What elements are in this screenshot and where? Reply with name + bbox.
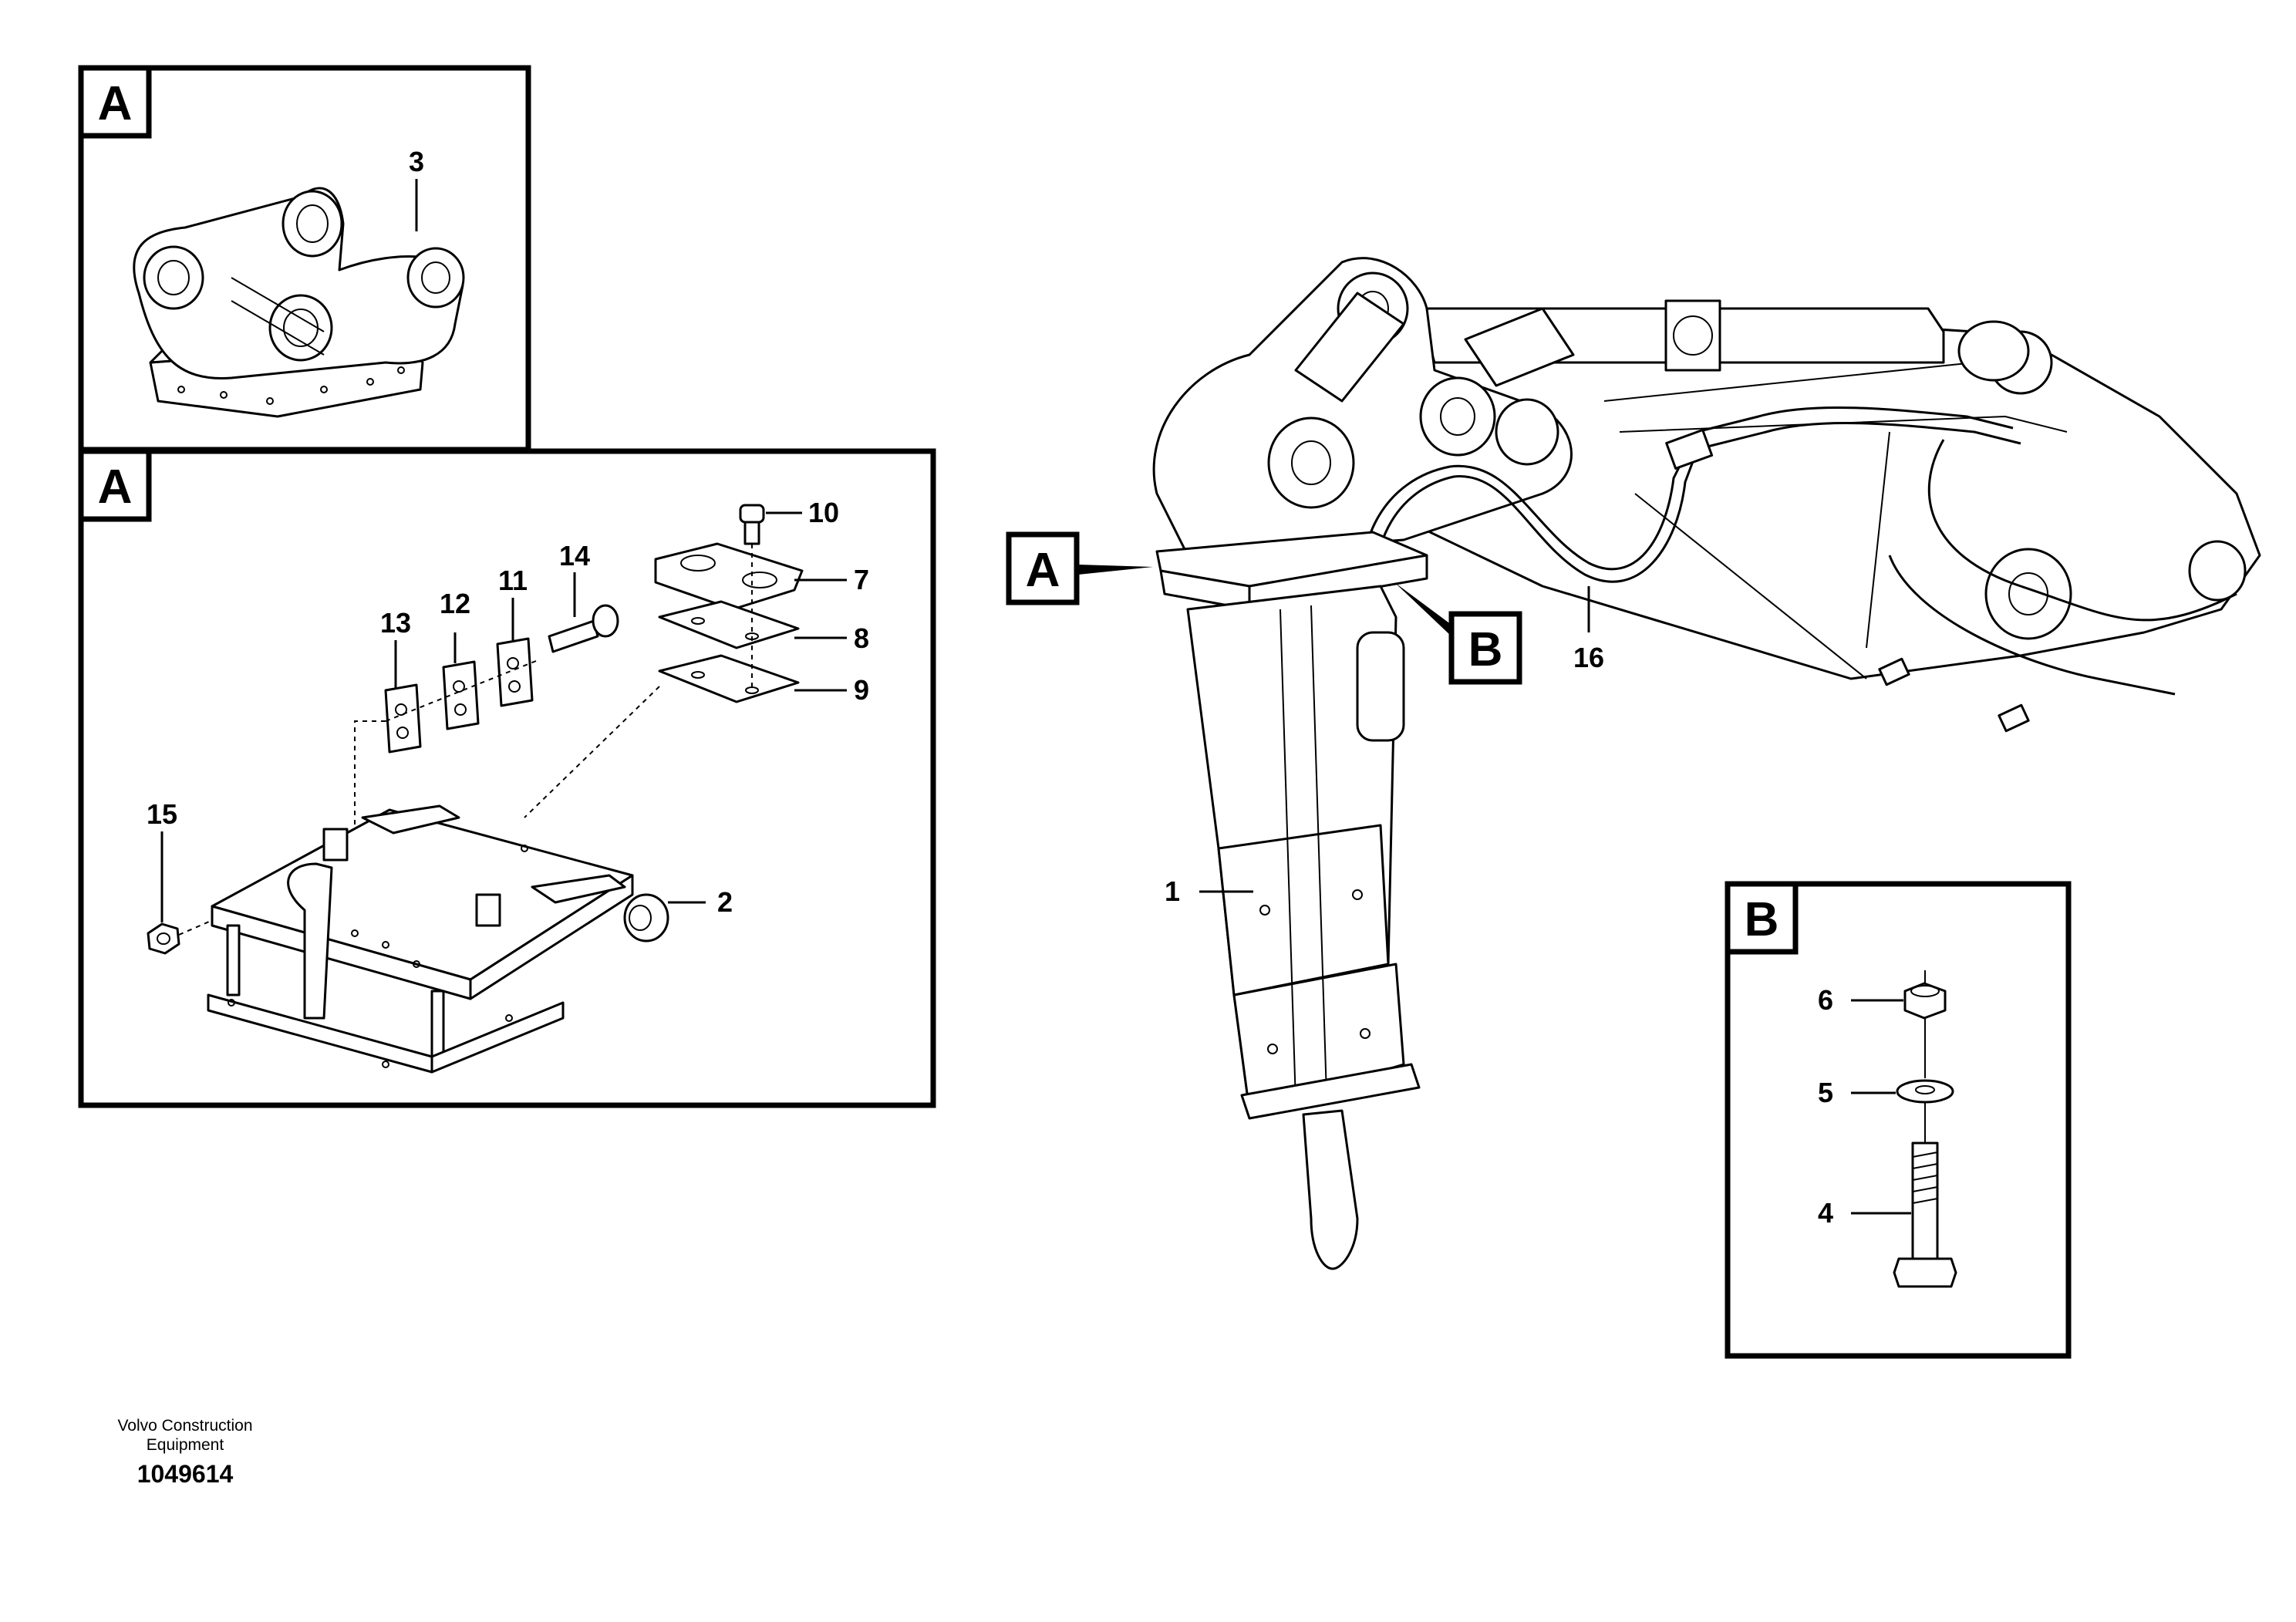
detail-b-panel: B 6 5 4 — [1725, 881, 2072, 1359]
detail-reference-b: B — [1394, 582, 1522, 685]
callout-13: 13 — [380, 607, 411, 639]
bolt-part-4 — [1893, 1141, 1957, 1288]
callout-7: 7 — [854, 564, 869, 595]
nut-part-6 — [1903, 982, 1947, 1020]
washer-part-5 — [1896, 1079, 1954, 1104]
excavator-arm-breaker: A B 1 16 — [1006, 257, 2261, 1270]
mounting-plate-part-2 — [207, 804, 669, 1074]
plate-part-7 — [654, 542, 804, 611]
callout-5: 5 — [1818, 1077, 1833, 1108]
shim-part-9 — [658, 654, 800, 703]
drawing-number: 1049614 — [137, 1460, 234, 1488]
callout-16: 16 — [1573, 642, 1604, 673]
detail-a-top-letter: A — [98, 77, 133, 130]
nut-part-15 — [147, 922, 180, 955]
footer-block: Volvo Construction Equipment 1049614 — [117, 1417, 252, 1488]
detail-a-mounting-panel: A — [78, 448, 936, 1108]
callout-9: 9 — [854, 674, 869, 706]
callout-3: 3 — [409, 146, 424, 177]
reference-b-letter: B — [1468, 623, 1503, 676]
detail-a-top-panel: A 3 — [78, 65, 531, 453]
callout-14: 14 — [559, 540, 590, 572]
callout-12: 12 — [440, 588, 470, 619]
shim-part-8 — [658, 600, 800, 649]
hydraulic-breaker-part-1 — [1186, 585, 1421, 1270]
company-name-line2: Equipment — [147, 1436, 224, 1454]
callout-6: 6 — [1818, 984, 1833, 1016]
adapter-bracket-part-3 — [133, 187, 465, 418]
callout-11: 11 — [498, 565, 528, 596]
detail-a-mid-letter: A — [98, 460, 133, 514]
company-name-line1: Volvo Construction — [117, 1417, 252, 1435]
shim-part-12 — [442, 660, 480, 730]
callout-8: 8 — [854, 622, 869, 654]
callout-15: 15 — [147, 798, 177, 830]
detail-reference-a: A — [1006, 531, 1153, 605]
bolt-part-14 — [548, 604, 619, 653]
linkage-coupler — [1152, 257, 1575, 557]
callout-2: 2 — [717, 886, 733, 918]
shim-part-11 — [496, 637, 534, 707]
shim-part-13 — [384, 683, 422, 754]
screw-part-10 — [739, 504, 765, 545]
hydraulic-hoses-part-16 — [1360, 406, 2237, 733]
detail-b-letter: B — [1745, 893, 1779, 946]
callout-1: 1 — [1165, 875, 1180, 907]
callout-10: 10 — [808, 497, 839, 528]
callout-4: 4 — [1818, 1197, 1833, 1229]
reference-a-letter: A — [1026, 544, 1060, 597]
